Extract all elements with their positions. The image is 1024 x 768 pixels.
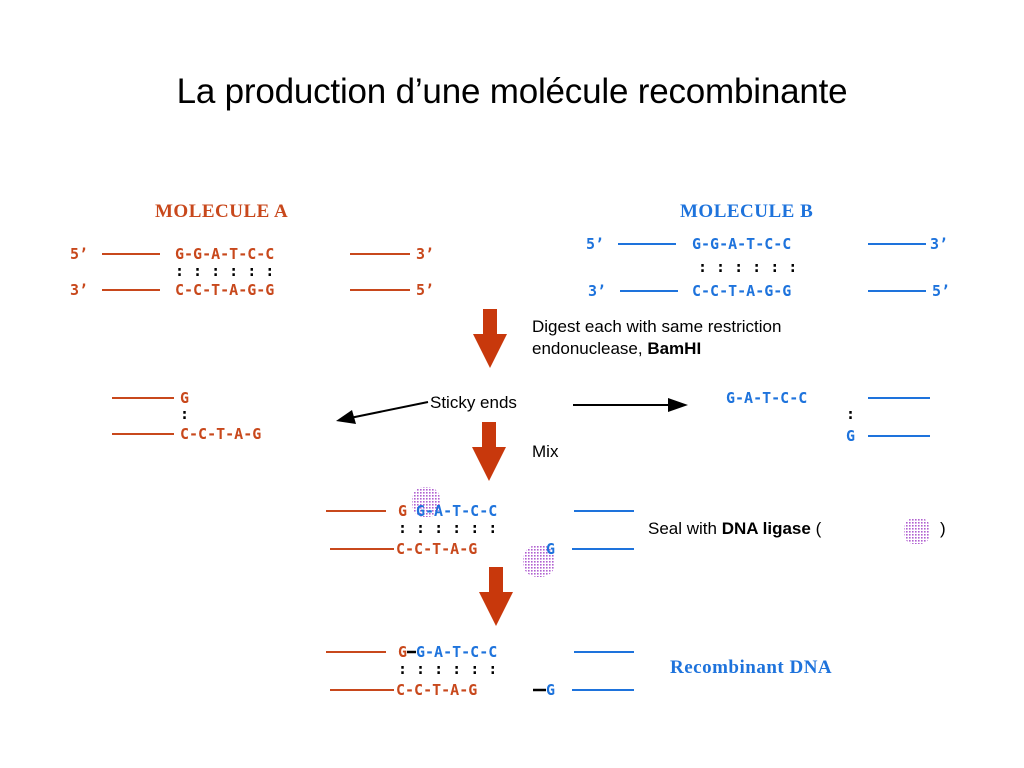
down-arrow-mix <box>472 422 506 481</box>
sticky-ends-label: Sticky ends <box>430 393 517 412</box>
molecule-a-top-sequence: G-G-A-T-C-C <box>175 245 274 263</box>
molecule-a-bottom-sequence: C-C-T-A-G-G <box>175 281 274 299</box>
mixed-pairing: : : : : : : <box>398 519 497 537</box>
sticky-left-bottom: C-C-T-A-G <box>180 425 261 443</box>
mixed-top-b: G-A-T-C-C <box>416 502 497 520</box>
sticky-right-pointer-arrow <box>573 398 688 412</box>
recombinant-bottom-a: C-C-T-A-G <box>396 681 477 699</box>
ligase-legend-spot <box>904 518 930 544</box>
sticky-left-top: G <box>180 389 189 407</box>
sticky-right-top: G-A-T-C-C <box>726 389 807 407</box>
digest-note-line1: Digest each with same restriction <box>532 317 781 336</box>
mixed-bottom-a: C-C-T-A-G <box>396 540 477 558</box>
recombinant-bottom-b: G <box>546 681 555 699</box>
sticky-left-pair: : <box>180 405 189 423</box>
ligase-spot-top <box>412 487 440 517</box>
seal-note-close-paren: ) <box>940 519 946 538</box>
molecule-a-top-5-end: 5’ <box>70 245 88 263</box>
molecule-b-bottom-sequence: C-C-T-A-G-G <box>692 282 791 300</box>
molecule-b-top-3-end: 3’ <box>930 235 948 253</box>
recombinant-pairing: : : : : : : <box>398 660 497 678</box>
sticky-right-pair: : <box>846 405 855 423</box>
ligase-spot-bottom <box>523 545 555 577</box>
molecule-a-top-3-end: 3’ <box>416 245 434 263</box>
molecule-b-top-sequence: G-G-A-T-C-C <box>692 235 791 253</box>
slide-title: La production d’une molécule recombinant… <box>176 72 848 111</box>
sticky-right-bottom: G <box>846 427 855 445</box>
molecule-b-bottom-3-end: 3’ <box>588 282 606 300</box>
mixed-bottom-b: G <box>546 540 555 558</box>
molecule-a-heading: MOLECULE A <box>155 201 288 222</box>
seal-note: Seal with DNA ligase ( <box>648 519 822 538</box>
molecule-b-pairing: : : : : : : <box>698 258 797 276</box>
molecule-a-pairing: : : : : : : <box>175 262 274 280</box>
down-arrow-seal <box>479 567 513 626</box>
sticky-left-pointer-arrow <box>336 401 429 424</box>
recombinant-dna-label: Recombinant DNA <box>670 657 832 678</box>
mixed-top-a: G <box>398 502 407 520</box>
digest-note-line2: endonuclease, BamHI <box>532 339 701 358</box>
molecule-a-bottom-5-end: 5’ <box>416 281 434 299</box>
mix-label: Mix <box>532 442 559 461</box>
recombinant-top-b: G-A-T-C-C <box>416 643 497 661</box>
down-arrow-digest <box>473 309 507 368</box>
molecule-b-heading: MOLECULE B <box>680 201 813 222</box>
molecule-a-bottom-3-end: 3’ <box>70 281 88 299</box>
recombinant-top-a: G <box>398 643 407 661</box>
molecule-b-top-5-end: 5’ <box>586 235 604 253</box>
molecule-b-bottom-5-end: 5’ <box>932 282 950 300</box>
